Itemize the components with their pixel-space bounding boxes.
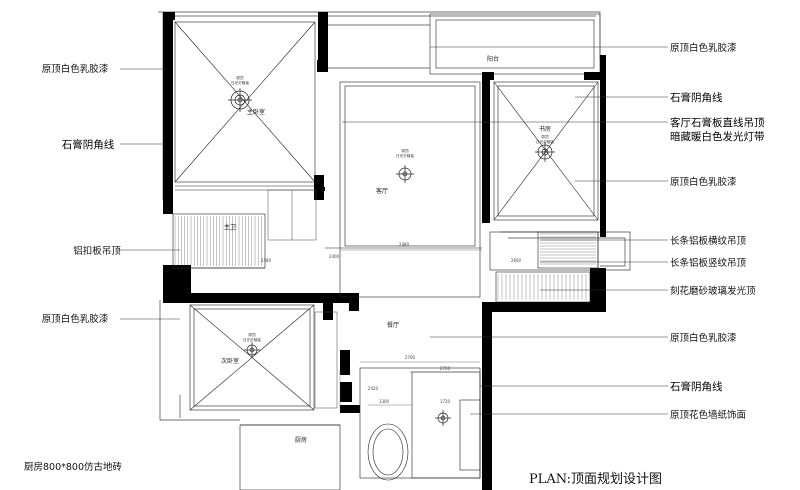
dimension-2480: 2480 (399, 242, 410, 247)
dimension-2600: 2600 (511, 258, 522, 263)
room-label-master-bath: 主卫 (224, 223, 236, 231)
walls (163, 12, 606, 490)
room-label-dining-room: 餐厅 (387, 321, 399, 329)
callout-right-gypsum-cornice-1: 石膏阴角线 (670, 91, 723, 104)
room-label-study: 书房 (539, 125, 551, 133)
dimension-2720: 2720 (440, 366, 451, 371)
callout-right-frosted-glass: 刻花磨砂玻璃发光顶 (670, 285, 756, 297)
dimension-2420: 2420 (368, 386, 379, 391)
room-label-second-bedroom: 次卧室 (221, 357, 239, 365)
room-label-kitchen: 厨房 (295, 436, 307, 444)
callout-left-ceiling-paint-1: 原顶白色乳胶漆 (42, 63, 109, 75)
fixture-note-study: 原顶 (541, 134, 549, 139)
fixture-note-second-2: 日光灯暗装 (243, 337, 261, 342)
callout-left-aluminum-ceiling: 铝扣板吊顶 (73, 245, 121, 257)
leader-lines (120, 46, 668, 415)
master-bedroom (174, 21, 316, 191)
second-bedroom-wardrobe (314, 311, 338, 409)
dimension-2580: 2580 (261, 258, 272, 263)
fixture-note-master: 原顶 (236, 75, 244, 80)
master-bedroom-light (228, 88, 252, 112)
callout-right-aluminum-horizontal: 长条铝板横纹吊顶 (670, 235, 747, 247)
callout-left-kitchen-tile: 厨房800*800仿古地砖 (24, 461, 123, 473)
kitchen (359, 367, 481, 481)
plan-title: PLAN:顶面规划设计图 (529, 472, 662, 487)
master-bath (172, 213, 266, 269)
callout-right-hidden-light: 暗藏暖白色发光灯带 (670, 130, 765, 143)
dimension-1720: 1720 (440, 399, 451, 404)
living-room (325, 81, 482, 298)
callout-right-living-ceiling: 客厅石膏板直线吊顶 (670, 116, 765, 129)
callout-right-gypsum-cornice-2: 石膏阴角线 (670, 380, 723, 393)
callout-left-ceiling-paint-2: 原顶白色乳胶漆 (42, 313, 109, 325)
callout-right-wallpaper-ceiling: 原顶花色墙纸饰面 (670, 409, 746, 421)
living-room-light (396, 165, 414, 183)
fixture-note-master-2: 日光灯暗装 (231, 80, 249, 85)
dimension-2700: 2700 (405, 355, 416, 360)
second-bedroom-light (244, 342, 260, 358)
kitchen-lower-area (239, 424, 341, 490)
master-bedroom-wardrobe (267, 189, 317, 241)
room-label-master-bedroom: 主卧室 (247, 108, 265, 116)
room-label-balcony: 阳台 (487, 55, 499, 63)
fixture-note-study-2: 日光灯暗装 (536, 139, 554, 144)
dimension-2400: 2400 (329, 254, 340, 259)
callout-right-ceiling-paint-3: 原顶白色乳胶漆 (670, 332, 737, 344)
study-light (535, 142, 555, 162)
callout-right-ceiling-paint-1: 原顶白色乳胶漆 (670, 42, 737, 54)
fixture-note-living: 原顶 (401, 148, 409, 153)
dimension-lines (339, 249, 482, 410)
master-bath-slats (174, 216, 262, 266)
callout-right-aluminum-vertical: 长条铝板竖纹吊顶 (670, 257, 747, 269)
fixture-note-second: 原顶 (248, 332, 256, 337)
study-room (493, 81, 599, 221)
right-bathroom (489, 231, 599, 303)
room-label-living-room: 客厅 (376, 187, 388, 195)
fixture-note-living-2: 日光灯暗装 (396, 153, 414, 158)
dimension-1300: 1300 (379, 399, 390, 404)
kitchen-light (435, 410, 451, 426)
callout-right-ceiling-paint-2: 原顶白色乳胶漆 (670, 176, 737, 188)
right-slats (497, 233, 596, 300)
callout-left-gypsum-cornice: 石膏阴角线 (62, 138, 115, 151)
